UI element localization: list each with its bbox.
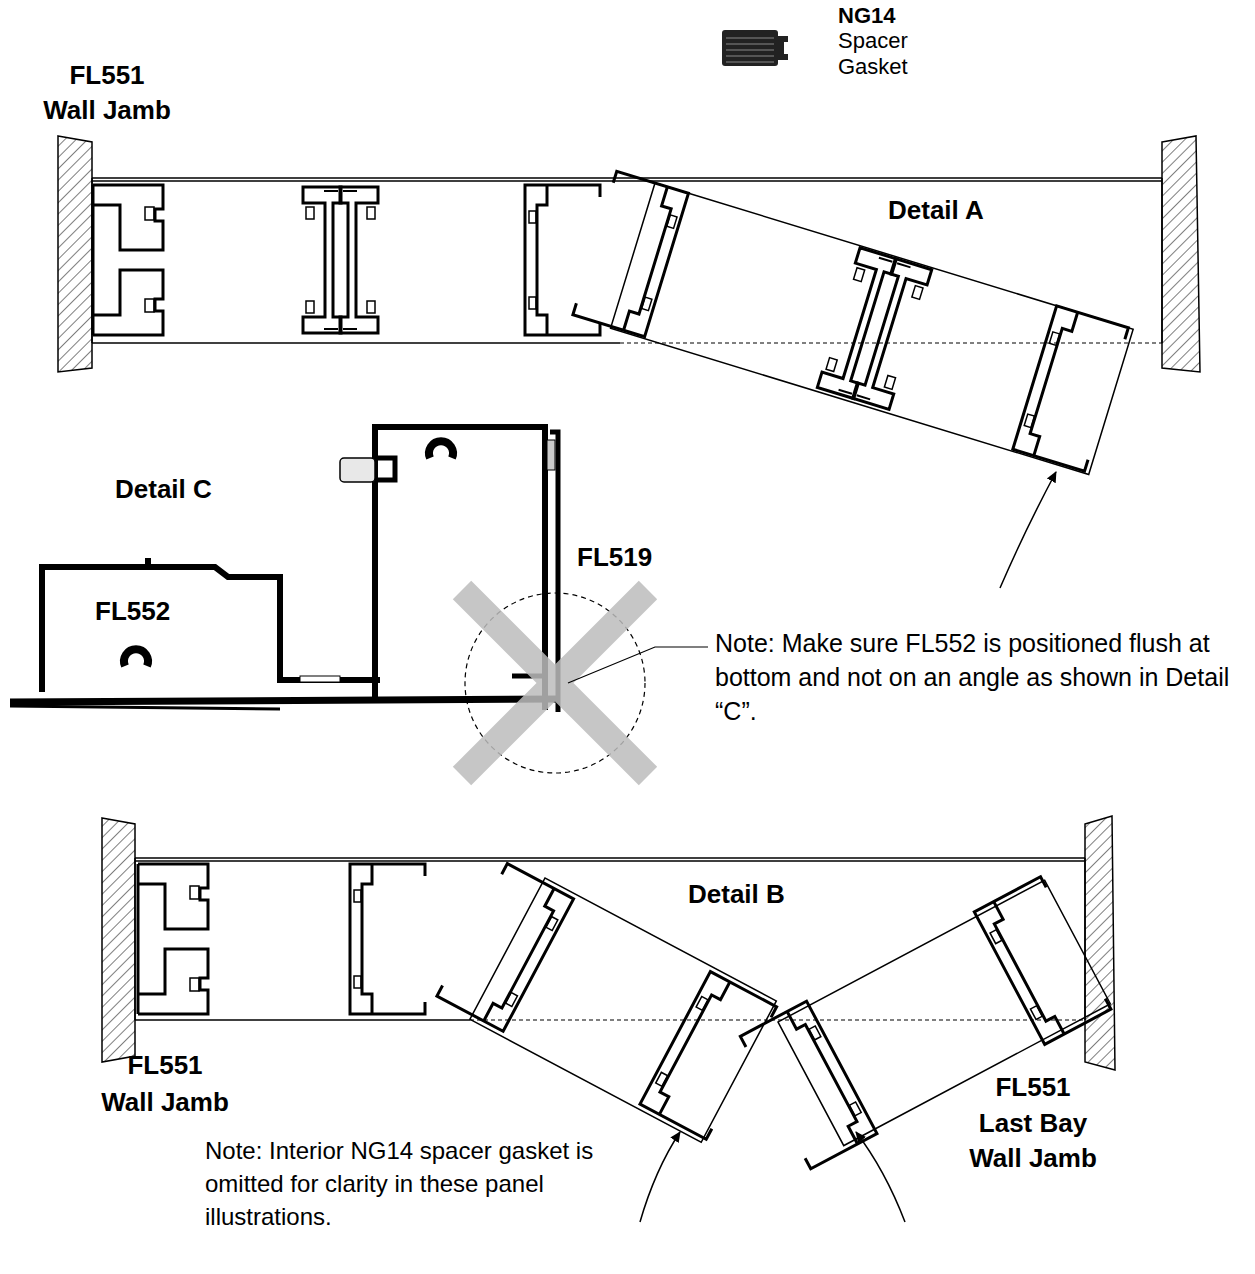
part-label: FL551 [933,1070,1133,1104]
note-text: Note: Interior NG14 spacer gasket is omi… [205,1134,605,1233]
part-label: FL519 [577,541,652,573]
detail-label: Detail C [115,473,212,505]
part-label: Wall Jamb [933,1141,1133,1175]
part-label: FL551 [7,58,207,92]
part-label: FL551 [65,1048,265,1082]
detail-label: Detail B [688,878,785,910]
part-label: Last Bay [933,1106,1133,1140]
detail-label: Detail A [888,194,984,226]
detail-a-drawing [58,136,1200,588]
callout-label: Spacer Gasket [838,28,938,80]
part-label: FL552 [95,595,170,627]
note-text: Note: Make sure FL552 is positioned flus… [715,626,1237,728]
detail-c-drawing [10,427,708,776]
part-label: Wall Jamb [7,93,207,127]
callout-label: NG14 [838,3,895,29]
gasket-icon [722,30,788,66]
part-label: Wall Jamb [65,1085,265,1119]
